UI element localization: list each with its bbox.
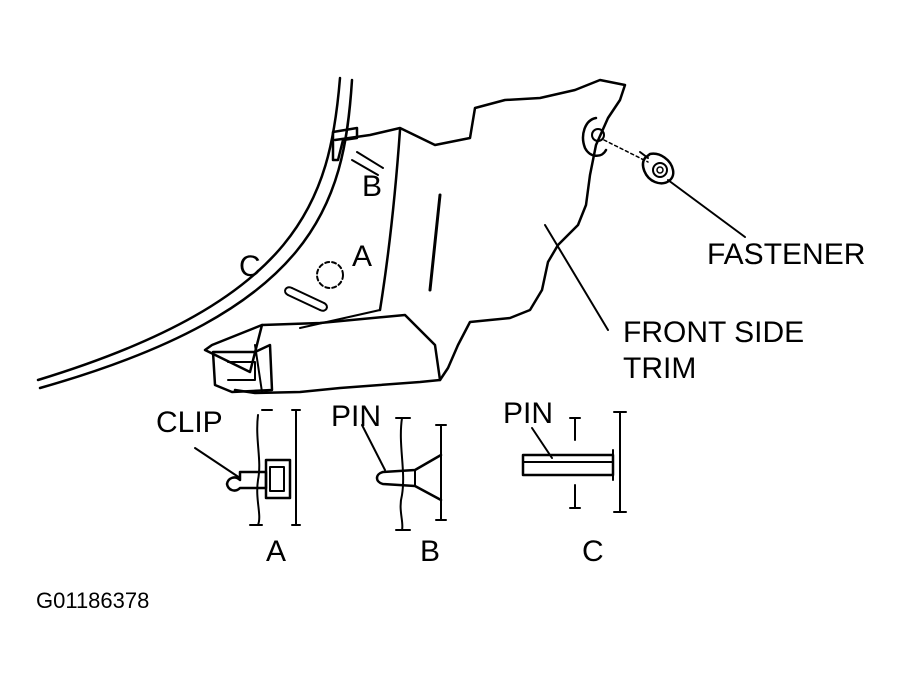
location-a-label: A [352, 240, 372, 273]
fastener-label: FASTENER [707, 238, 865, 271]
detail-a-clip [194, 409, 301, 526]
door-opening-edge [36, 76, 354, 390]
clip-location-a [316, 261, 344, 289]
detail-c-label: C [582, 535, 604, 568]
detail-c-pin [521, 411, 627, 513]
front-side-trim-label-line2: TRIM [623, 352, 696, 385]
figure-id: G01186378 [36, 588, 149, 613]
pin-b-label: PIN [331, 400, 381, 433]
location-markers [284, 151, 384, 312]
location-c-label: C [239, 250, 261, 283]
front-side-trim-panel [203, 78, 627, 395]
detail-b-label: B [420, 535, 440, 568]
clip-label: CLIP [156, 406, 223, 439]
front-side-trim-leader-line [544, 224, 609, 331]
pin-c-label: PIN [503, 397, 553, 430]
detail-a-label: A [266, 535, 286, 568]
front-side-trim-label-line1: FRONT SIDE [623, 316, 804, 349]
fastener-leader-line [667, 179, 746, 238]
detail-b-pin [361, 417, 447, 531]
fastener-icon [639, 151, 675, 185]
fastener-assembly [581, 116, 746, 238]
location-b-label: B [362, 170, 382, 203]
